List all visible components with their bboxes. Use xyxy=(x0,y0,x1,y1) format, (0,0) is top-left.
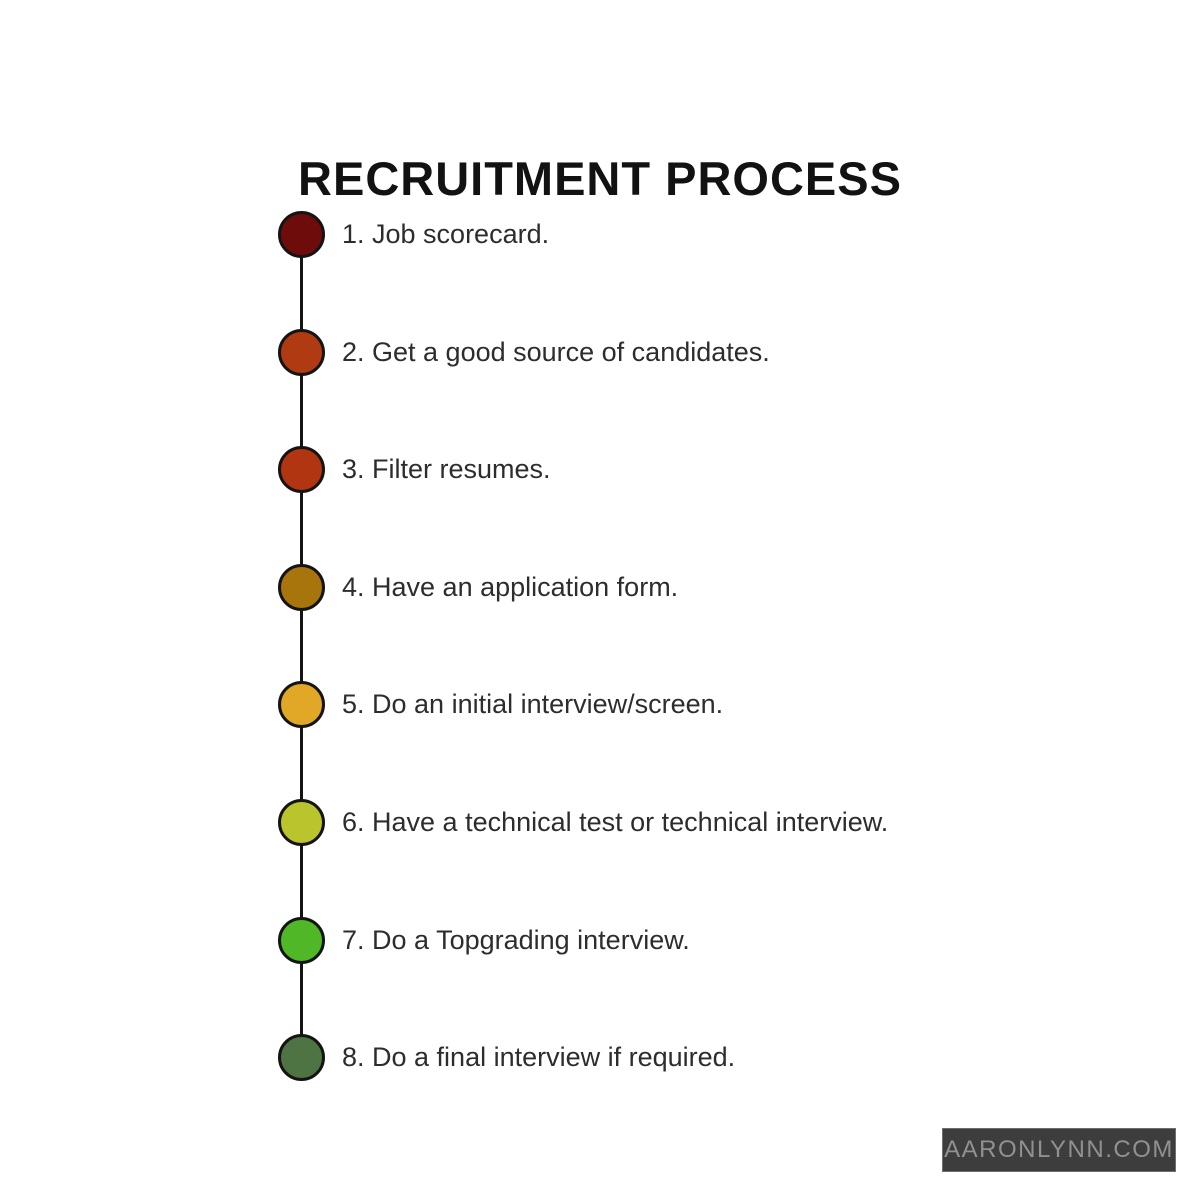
page-title: RECRUITMENT PROCESS xyxy=(298,152,902,206)
step-dot-icon xyxy=(278,916,325,964)
timeline-step: 1. Job scorecard. xyxy=(278,211,888,258)
timeline-connector-line xyxy=(299,234,303,1058)
step-label: 6. Have a technical test or technical in… xyxy=(342,806,889,837)
step-dot-icon xyxy=(278,681,325,729)
step-dot-icon xyxy=(278,446,325,494)
step-label: 4. Have an application form. xyxy=(342,571,679,602)
step-dot-icon xyxy=(278,211,325,258)
step-label: 1. Job scorecard. xyxy=(342,219,550,249)
recruitment-timeline: 1. Job scorecard. 2. Get a good source o… xyxy=(278,211,889,1082)
timeline-step: 8. Do a final interview if required. xyxy=(278,1034,888,1082)
timeline-step: 6. Have a technical test or technical in… xyxy=(278,798,889,846)
timeline-step: 5. Do an initial interview/screen. xyxy=(278,681,888,729)
timeline-step: 2. Get a good source of candidates. xyxy=(278,328,888,376)
watermark-text: AARONLYNN.COM xyxy=(944,1136,1174,1163)
step-label: 7. Do a Topgrading interview. xyxy=(342,924,690,955)
step-label: 2. Get a good source of candidates. xyxy=(342,336,770,367)
timeline-step: 3. Filter resumes. xyxy=(278,446,888,494)
step-label: 8. Do a final interview if required. xyxy=(342,1042,736,1073)
step-dot-icon xyxy=(278,328,325,376)
timeline-step: 4. Have an application form. xyxy=(278,563,888,611)
watermark-badge: AARONLYNN.COM xyxy=(942,1128,1176,1172)
step-label: 5. Do an initial interview/screen. xyxy=(342,689,724,720)
timeline-step: 7. Do a Topgrading interview. xyxy=(278,916,888,964)
step-dot-icon xyxy=(278,563,325,611)
step-label: 3. Filter resumes. xyxy=(342,454,551,485)
step-dot-icon xyxy=(278,798,325,846)
step-dot-icon xyxy=(278,1034,325,1082)
